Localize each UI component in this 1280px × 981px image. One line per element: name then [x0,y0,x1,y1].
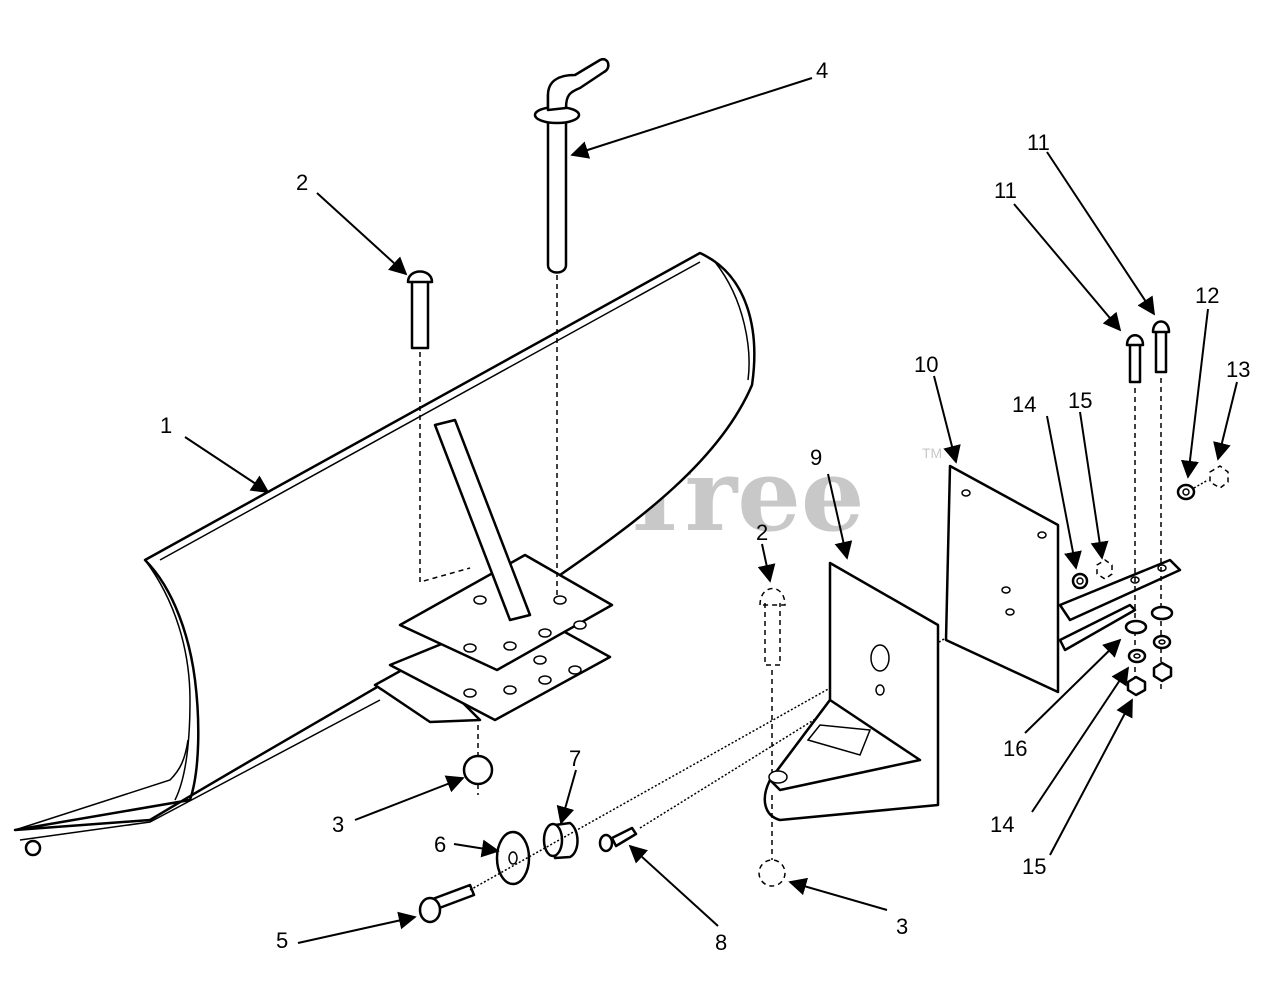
bolt-11b[interactable] [1151,320,1171,374]
hardware-stack[interactable] [1124,605,1174,697]
bolt-right[interactable] [759,587,786,666]
plate[interactable] [944,464,1060,694]
bolt-8[interactable] [598,826,638,853]
nut-left[interactable] [462,754,494,786]
callout-labels: 1 2 2 3 3 4 5 6 7 8 9 10 11 11 12 13 14 … [160,58,1250,955]
plow-blade[interactable] [13,251,756,857]
arm[interactable] [1058,558,1182,652]
callout-11a[interactable]: 11 [1027,130,1050,155]
callout-3b[interactable]: 3 [896,914,908,939]
watermark-tm: TM [922,445,942,461]
callout-2b[interactable]: 2 [756,520,768,545]
callout-4[interactable]: 4 [816,58,828,83]
callout-8[interactable]: 8 [715,930,727,955]
callout-14b[interactable]: 14 [990,812,1014,837]
pin[interactable] [533,57,610,274]
callout-leaders [184,77,1238,944]
blade-mounting-plates[interactable] [373,418,614,724]
nut-13[interactable] [1209,465,1229,489]
callout-16[interactable]: 16 [1003,736,1027,761]
callout-11b[interactable]: 11 [994,178,1017,203]
callout-3a[interactable]: 3 [332,812,344,837]
washer-14-upper[interactable] [1071,572,1089,590]
plate-holes [463,595,587,698]
bracket[interactable] [763,561,940,822]
callout-13[interactable]: 13 [1226,357,1250,382]
lock-washer-12[interactable] [1176,483,1196,501]
nut-15-upper[interactable] [1096,559,1113,580]
callout-10[interactable]: 10 [914,352,938,377]
spacer-7[interactable] [542,821,579,860]
callout-9[interactable]: 9 [810,445,822,470]
bolt-guide-line [419,352,471,583]
callout-15b[interactable]: 15 [1022,854,1046,879]
callout-2a[interactable]: 2 [296,170,308,195]
bolt-left[interactable] [406,270,434,350]
bolt-5[interactable] [418,883,476,924]
bolt-11a[interactable] [1125,334,1145,384]
callout-14a[interactable]: 14 [1012,392,1036,417]
callout-6[interactable]: 6 [434,832,446,857]
callout-12[interactable]: 12 [1195,283,1219,308]
callout-5[interactable]: 5 [276,928,288,953]
nut-right[interactable] [758,859,786,887]
callout-1[interactable]: 1 [160,413,172,438]
callout-7[interactable]: 7 [569,746,581,771]
callout-15a[interactable]: 15 [1068,388,1092,413]
